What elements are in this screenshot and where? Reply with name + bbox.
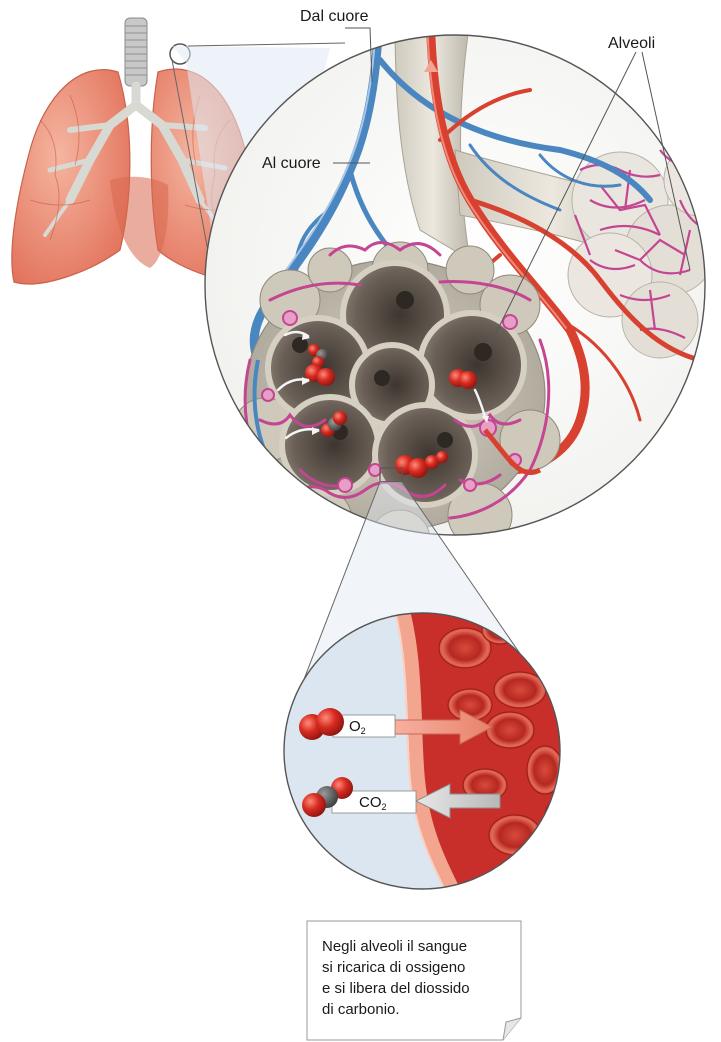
caption-line: e si libera del diossido [322,978,522,999]
heart-shadow [110,177,168,268]
label-alveoli: Alveoli [608,36,655,52]
trachea [125,18,147,86]
caption-line: Negli alveoli il sangue [322,936,522,957]
label-to-heart: Al cuore [262,156,321,172]
label-from-heart: Dal cuore [300,9,368,25]
caption-line: si ricarica di ossigeno [322,957,522,978]
caption-line: di carbonio. [322,999,522,1020]
co2-label: CO2 [359,795,387,812]
left-lung [12,70,130,284]
caption-text: Negli alveoli il sangue si ricarica di o… [322,936,522,1020]
o2-label: O2 [349,719,366,736]
